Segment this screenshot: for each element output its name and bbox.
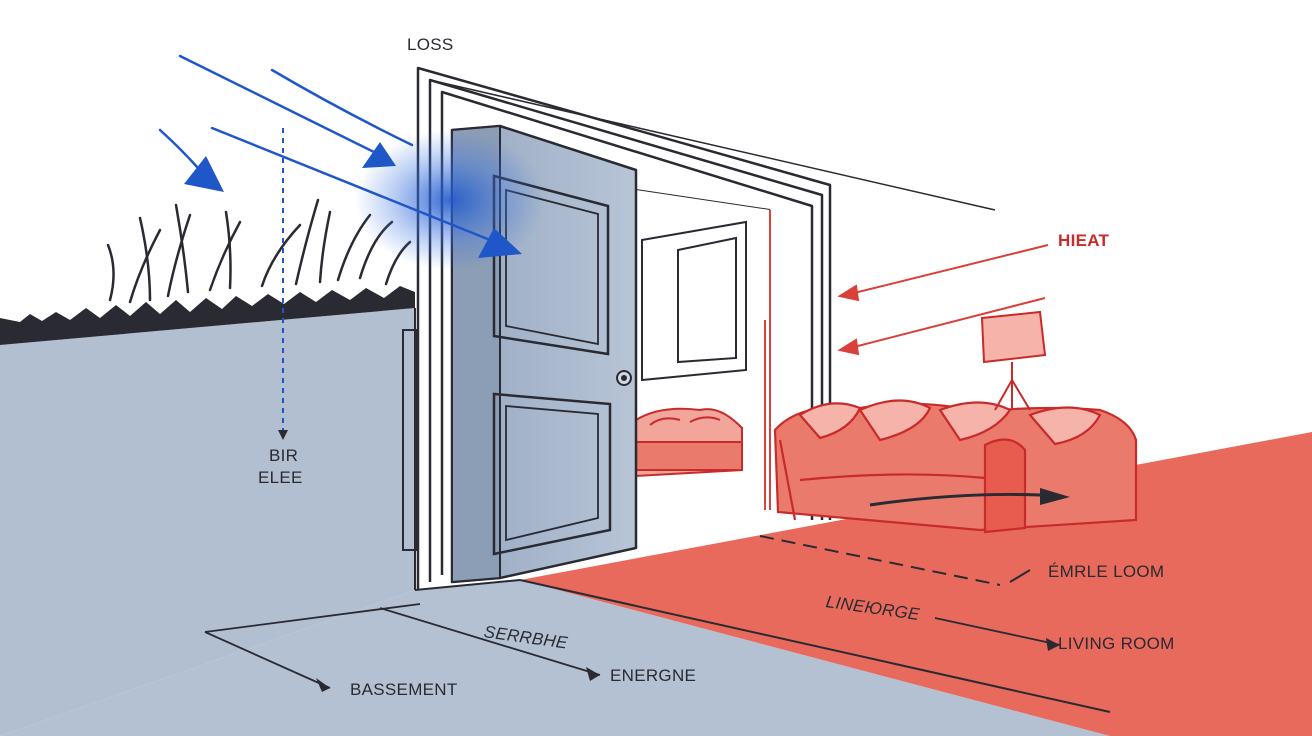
dashed-arrow-icon bbox=[759, 535, 1031, 586]
leader-lines bbox=[204, 603, 1061, 689]
exterior-floor bbox=[0, 580, 1110, 736]
exterior-wall bbox=[0, 308, 415, 736]
heat-arrow-icon bbox=[837, 244, 1049, 356]
cold-air-arrow-icon bbox=[158, 54, 492, 242]
sofa-icon bbox=[635, 407, 743, 478]
grass-icon bbox=[0, 198, 415, 345]
label-elee: ELEE bbox=[258, 468, 303, 487]
floor-edge-line bbox=[519, 579, 1111, 713]
lamp-icon bbox=[980, 310, 1047, 411]
label-basement: BASSEMENT bbox=[350, 680, 458, 699]
sofa-icon bbox=[773, 399, 1138, 534]
arrowheads-blue bbox=[184, 142, 522, 258]
dashed-drop-line bbox=[278, 128, 288, 440]
label-energne: ENERGNE bbox=[610, 666, 697, 685]
label-loss: LOSS bbox=[407, 35, 454, 54]
label-bir: BIR bbox=[269, 446, 299, 465]
heat-zone-outline bbox=[764, 210, 771, 510]
label-living-room: LIVING ROOM bbox=[1058, 634, 1175, 653]
floor-edge-line-2 bbox=[414, 579, 521, 591]
arrowheads bbox=[316, 638, 1060, 692]
interior-window bbox=[641, 220, 747, 382]
label-emrle-loom: ÉMRLE LOOM bbox=[1048, 562, 1165, 581]
label-heat: HIEAT bbox=[1058, 231, 1110, 250]
airflow-arrow-icon bbox=[869, 488, 1070, 507]
